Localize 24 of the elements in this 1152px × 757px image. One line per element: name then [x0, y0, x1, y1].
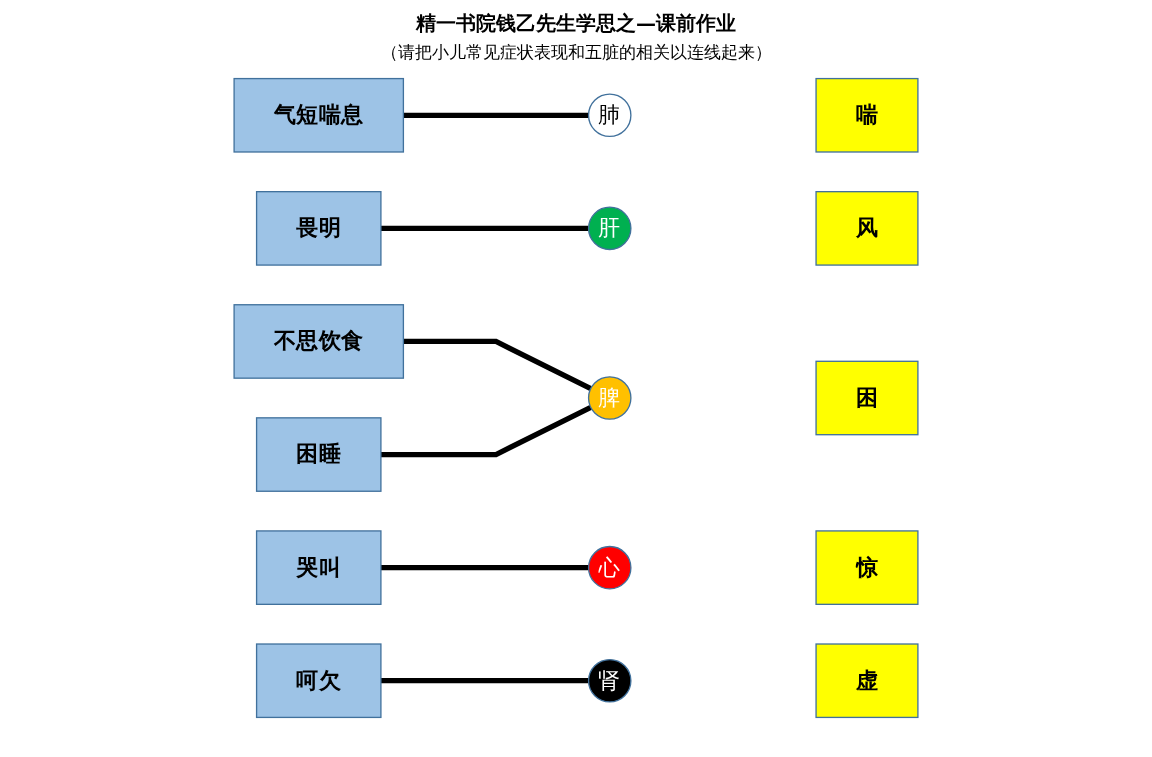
node-circle: 肾 [587, 658, 632, 703]
connector [380, 565, 589, 571]
node-box: 喘 [815, 77, 919, 153]
node-box: 畏明 [255, 191, 382, 266]
node-box: 惊 [815, 530, 919, 605]
connector [380, 678, 589, 684]
connector [403, 338, 592, 391]
node-circle: 脾 [587, 376, 632, 420]
connector [380, 405, 592, 458]
instruction-text: （请把小儿常见症状表现和五脏的相关以连线起来） [380, 41, 772, 64]
node-box: 不思饮食 [233, 304, 405, 379]
node-box: 虚 [815, 643, 919, 719]
node-box: 困 [815, 360, 919, 436]
node-box: 哭叫 [255, 530, 382, 605]
node-box: 气短喘息 [233, 77, 405, 153]
node-box: 呵欠 [255, 643, 382, 719]
node-circle: 心 [587, 545, 632, 590]
connector [380, 225, 589, 231]
node-box: 风 [815, 191, 919, 266]
title: 精一书院钱乙先生学思之—课前作业 [416, 10, 736, 37]
node-circle: 肝 [587, 206, 632, 251]
node-box: 困睡 [255, 417, 382, 492]
connector [403, 112, 589, 118]
node-circle: 肺 [587, 93, 632, 138]
